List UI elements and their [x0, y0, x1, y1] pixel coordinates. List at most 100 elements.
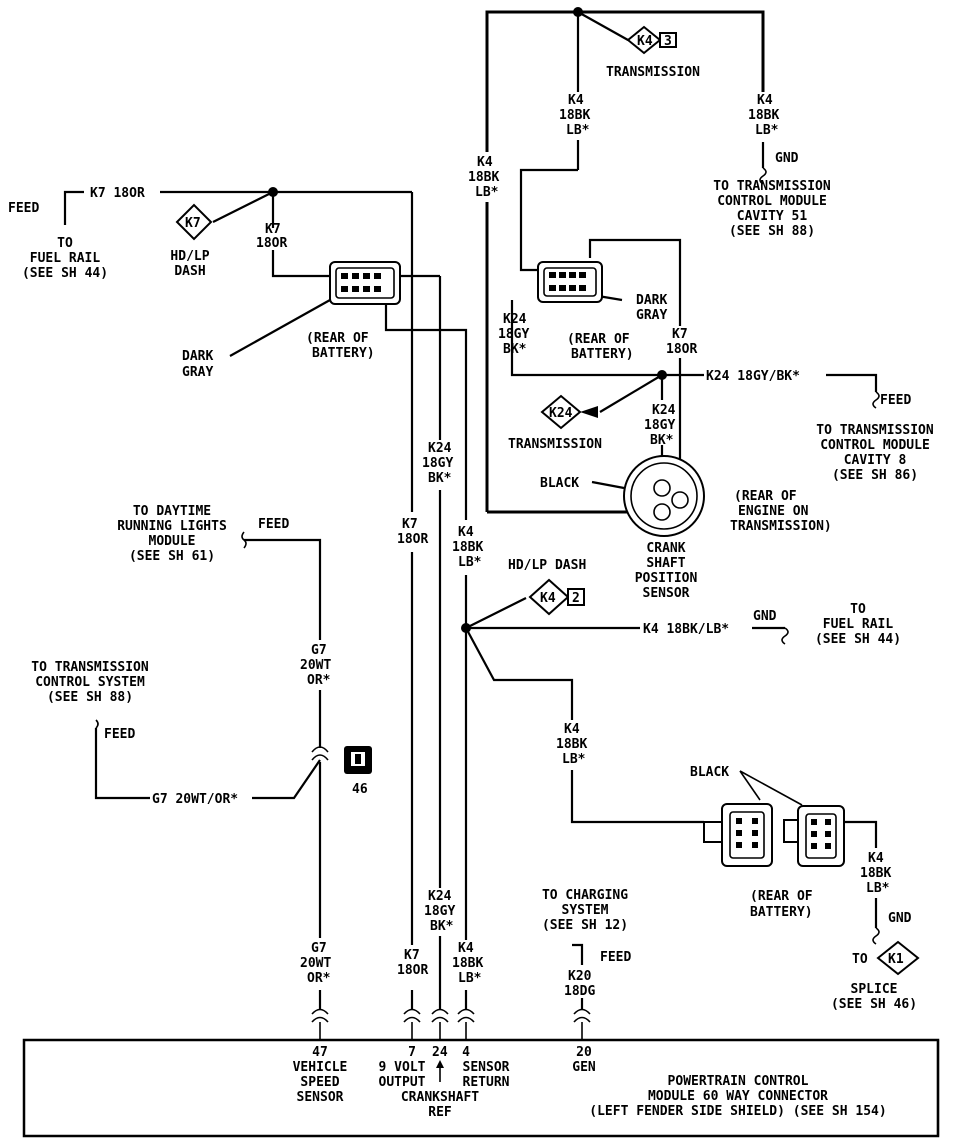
svg-text:18BK: 18BK: [559, 108, 590, 123]
svg-text:K4: K4: [868, 851, 884, 866]
svg-text:TRANSMISSION): TRANSMISSION): [730, 519, 832, 534]
pin-47-label: 47 VEHICLE SPEED SENSOR: [293, 1045, 348, 1105]
svg-text:SYSTEM: SYSTEM: [562, 903, 609, 918]
pcm-connector-box: [22, 1038, 940, 1138]
k4-horizontal-label: K4 18BK/LB*: [640, 620, 752, 637]
svg-text:K7: K7: [265, 222, 281, 237]
svg-text:LB*: LB*: [566, 123, 590, 138]
svg-text:TO TRANSMISSION: TO TRANSMISSION: [31, 660, 149, 675]
svg-text:OR*: OR*: [307, 971, 331, 986]
svg-text:DASH: DASH: [174, 264, 205, 279]
k7-left-wires: [63, 190, 468, 520]
k7-center-label: K7 18OR: [396, 516, 432, 548]
k4-center-label: K4 18BK LB*: [452, 524, 488, 572]
feed-label-left: FEED: [8, 201, 39, 216]
feed-label-tcs: FEED: [104, 727, 135, 742]
svg-text:K24: K24: [503, 312, 527, 327]
svg-text:G7: G7: [311, 941, 327, 956]
svg-text:(SEE SH 88): (SEE SH 88): [729, 224, 815, 239]
g7-horizontal-label: G7 20WT/OR*: [152, 792, 238, 807]
k4-right-label: K4 18BK LB*: [860, 851, 891, 896]
splice-dot-k7: [268, 187, 278, 197]
svg-text:20WT: 20WT: [300, 658, 331, 673]
black-label-sensor: BLACK: [540, 476, 579, 491]
svg-text:20: 20: [576, 1045, 592, 1060]
svg-text:BK*: BK*: [650, 433, 674, 448]
svg-text:18OR: 18OR: [397, 963, 428, 978]
center-vertical-wires: [410, 490, 789, 945]
crank-sensor-label: CRANK SHAFT POSITION SENSOR: [635, 541, 698, 601]
svg-text:(SEE SH 88): (SEE SH 88): [47, 690, 133, 705]
svg-text:K4: K4: [757, 93, 773, 108]
svg-text:K4: K4: [477, 155, 493, 170]
svg-text:CAVITY 8: CAVITY 8: [844, 453, 907, 468]
svg-text:18BK: 18BK: [860, 866, 891, 881]
transmission-mid-label: TRANSMISSION: [508, 437, 602, 452]
k4-left-vertical-label: K4 18BK LB*: [468, 152, 506, 202]
crankshaft-ref-label: CRANKSHAFT REF: [401, 1090, 479, 1120]
svg-text:MODULE 60 WAY CONNECTOR: MODULE 60 WAY CONNECTOR: [648, 1089, 828, 1104]
svg-text:SPEED: SPEED: [300, 1075, 339, 1090]
svg-text:18GY: 18GY: [644, 418, 675, 433]
rear-of-battery-left-label: (REAR OF BATTERY): [306, 331, 375, 361]
gnd-label-top: GND: [775, 151, 799, 166]
svg-text:18BK: 18BK: [748, 108, 779, 123]
svg-text:4: 4: [462, 1045, 470, 1060]
svg-text:LB*: LB*: [562, 752, 586, 767]
svg-text:(REAR OF: (REAR OF: [306, 331, 369, 346]
svg-text:BATTERY): BATTERY): [750, 905, 813, 920]
svg-text:(SEE SH 86): (SEE SH 86): [832, 468, 918, 483]
k4-top-mid-label: K4 18BK LB*: [559, 93, 590, 138]
svg-text:(REAR OF: (REAR OF: [750, 889, 813, 904]
svg-text:FUEL RAIL: FUEL RAIL: [823, 617, 894, 632]
splice-k1-icon: K1: [876, 940, 920, 976]
svg-text:(SEE SH 12): (SEE SH 12): [542, 918, 628, 933]
gnd-label-center: GND: [753, 609, 777, 624]
svg-text:SENSOR: SENSOR: [297, 1090, 344, 1105]
rear-of-battery-lower-label: (REAR OF BATTERY): [750, 889, 813, 920]
svg-text:(REAR OF: (REAR OF: [567, 332, 630, 347]
svg-text:BATTERY): BATTERY): [571, 347, 634, 362]
svg-text:18GY: 18GY: [424, 904, 455, 919]
svg-text:RUNNING LIGHTS: RUNNING LIGHTS: [117, 519, 227, 534]
svg-text:HD/LP: HD/LP: [170, 249, 209, 264]
gnd-label-lower: GND: [888, 911, 912, 926]
svg-text:K4: K4: [564, 722, 580, 737]
rear-of-engine-label: (REAR OF ENGINE ON TRANSMISSION): [730, 489, 832, 534]
svg-text:18BK: 18BK: [468, 170, 499, 185]
to-fuel-rail-right-label: TO FUEL RAIL (SEE SH 44): [815, 602, 901, 647]
pin-24-arrow-icon: [436, 1060, 444, 1082]
svg-text:K7: K7: [672, 327, 688, 342]
svg-text:47: 47: [312, 1045, 328, 1060]
svg-text:GEN: GEN: [572, 1060, 596, 1075]
svg-text:(SEE SH 61): (SEE SH 61): [129, 549, 215, 564]
k20-label: K20 18DG: [564, 969, 595, 999]
svg-text:18BK: 18BK: [556, 737, 587, 752]
svg-text:BK*: BK*: [503, 342, 527, 357]
splice-k4-2-icon: K4 2: [528, 578, 585, 616]
to-splice-label: TO: [852, 952, 868, 967]
svg-text:LB*: LB*: [475, 185, 499, 200]
svg-text:K24: K24: [549, 406, 573, 421]
top-loop-wires: [485, 10, 767, 514]
feed-label-k24: FEED: [880, 393, 911, 408]
svg-text:K1: K1: [888, 952, 904, 967]
svg-text:18OR: 18OR: [256, 236, 287, 251]
svg-text:(SEE SH 44): (SEE SH 44): [815, 632, 901, 647]
splice-k4-3-icon: K4 3: [626, 25, 677, 55]
svg-text:2: 2: [572, 591, 580, 606]
svg-text:TO: TO: [850, 602, 866, 617]
svg-text:TO TRANSMISSION: TO TRANSMISSION: [816, 423, 934, 438]
svg-text:TO: TO: [57, 236, 73, 251]
to-fuel-rail-left-label: TO FUEL RAIL (SEE SH 44): [22, 236, 108, 281]
svg-text:K7: K7: [402, 517, 418, 532]
pin-24-label: 24: [432, 1045, 448, 1060]
svg-text:LB*: LB*: [755, 123, 779, 138]
tcs-label: TO TRANSMISSION CONTROL SYSTEM (SEE SH 8…: [31, 660, 149, 705]
svg-text:18OR: 18OR: [666, 342, 697, 357]
svg-text:3: 3: [664, 34, 672, 49]
svg-text:TO TRANSMISSION: TO TRANSMISSION: [713, 179, 831, 194]
svg-text:SENSOR: SENSOR: [643, 586, 690, 601]
k24-mid-left-label: K24 18GY BK*: [498, 312, 529, 357]
